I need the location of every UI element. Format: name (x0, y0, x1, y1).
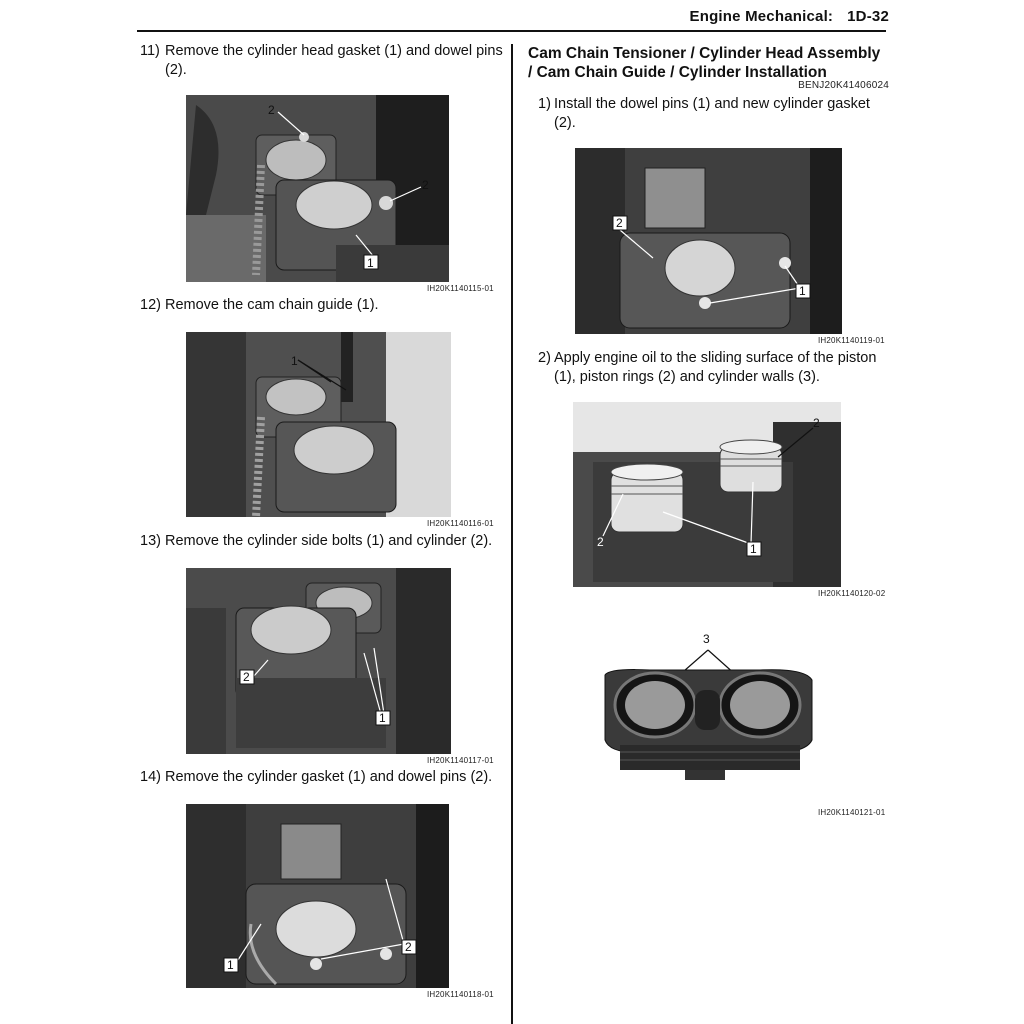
step-number: 1) (538, 96, 551, 112)
step-text: Install the dowel pins (1) and new cylin… (554, 96, 870, 131)
step-number: 12) (140, 297, 161, 313)
callout-label: 1 (291, 354, 298, 368)
callout-label: 1 (227, 958, 234, 972)
callout-label: 2 (268, 103, 275, 117)
section-title-line-1: Cam Chain Tensioner / Cylinder Head Asse… (528, 45, 881, 62)
callout-label: 2 (405, 940, 412, 954)
callout-label: 1 (750, 542, 757, 556)
header-section: Engine Mechanical: (689, 8, 834, 25)
photo-pistons-oil: 2 2 1 (573, 402, 841, 587)
header-rule (137, 30, 886, 32)
step-number: 2) (538, 350, 551, 366)
step-number: 13) (140, 533, 161, 549)
step-11: 11) Remove the cylinder head gasket (1) … (140, 42, 510, 80)
callout-label: 1 (379, 711, 386, 725)
figure-id: IH20K1140116-01 (427, 519, 494, 528)
photo-cylinder-gasket: 2 1 (186, 804, 449, 988)
callout-label: 1 (367, 256, 374, 270)
figure-id: IH20K1140119-01 (818, 336, 885, 345)
step-number: 14) (140, 769, 161, 785)
page-header: Engine Mechanical: 1D-32 (690, 8, 890, 25)
photo-dowel-pins-gasket: 2 1 (575, 148, 842, 334)
section-doc-code: BENJ20K41406024 (798, 80, 889, 91)
column-divider (511, 44, 513, 1024)
callout-label: 2 (616, 216, 623, 230)
section-title-line-2: / Cam Chain Guide / Cylinder Installatio… (528, 64, 827, 81)
callout-label: 2 (243, 670, 250, 684)
install-step-1: 1) Install the dowel pins (1) and new cy… (538, 95, 888, 133)
step-12: 12) Remove the cam chain guide (1). (140, 296, 510, 315)
step-text: Remove the cylinder gasket (1) and dowel… (165, 769, 493, 785)
figure-id: IH20K1140120-02 (818, 589, 886, 598)
figure-id: IH20K1140117-01 (427, 756, 494, 765)
install-step-2: 2) Apply engine oil to the sliding surfa… (538, 349, 888, 387)
step-14: 14) Remove the cylinder gasket (1) and d… (140, 768, 510, 787)
figure-id: IH20K1140118-01 (427, 990, 494, 999)
photo-cylinder-side-bolts: 2 1 (186, 568, 451, 754)
figure-cylinder-walls: 3 (590, 630, 820, 780)
step-13: 13) Remove the cylinder side bolts (1) a… (140, 532, 510, 551)
step-text: Remove the cylinder head gasket (1) and … (165, 43, 503, 78)
figure-id: IH20K1140115-01 (427, 284, 494, 293)
figure-id: IH20K1140121-01 (818, 808, 886, 817)
callout-label: 3 (703, 632, 710, 646)
step-text: Remove the cylinder side bolts (1) and c… (165, 533, 493, 549)
photo-cylinder-head-gasket: 2 2 1 (186, 95, 449, 282)
callout-label: 2 (597, 535, 604, 549)
callout-label: 1 (799, 284, 806, 298)
step-text: Apply engine oil to the sliding surface … (554, 350, 877, 385)
section-title: Cam Chain Tensioner / Cylinder Head Asse… (528, 44, 898, 82)
step-number: 11) (140, 43, 160, 59)
step-text: Remove the cam chain guide (1). (165, 297, 379, 313)
header-page-number: 1D-32 (847, 8, 889, 25)
callout-label: 2 (422, 178, 429, 192)
photo-cam-chain-guide: 1 (186, 332, 451, 517)
callout-label: 2 (813, 416, 820, 430)
